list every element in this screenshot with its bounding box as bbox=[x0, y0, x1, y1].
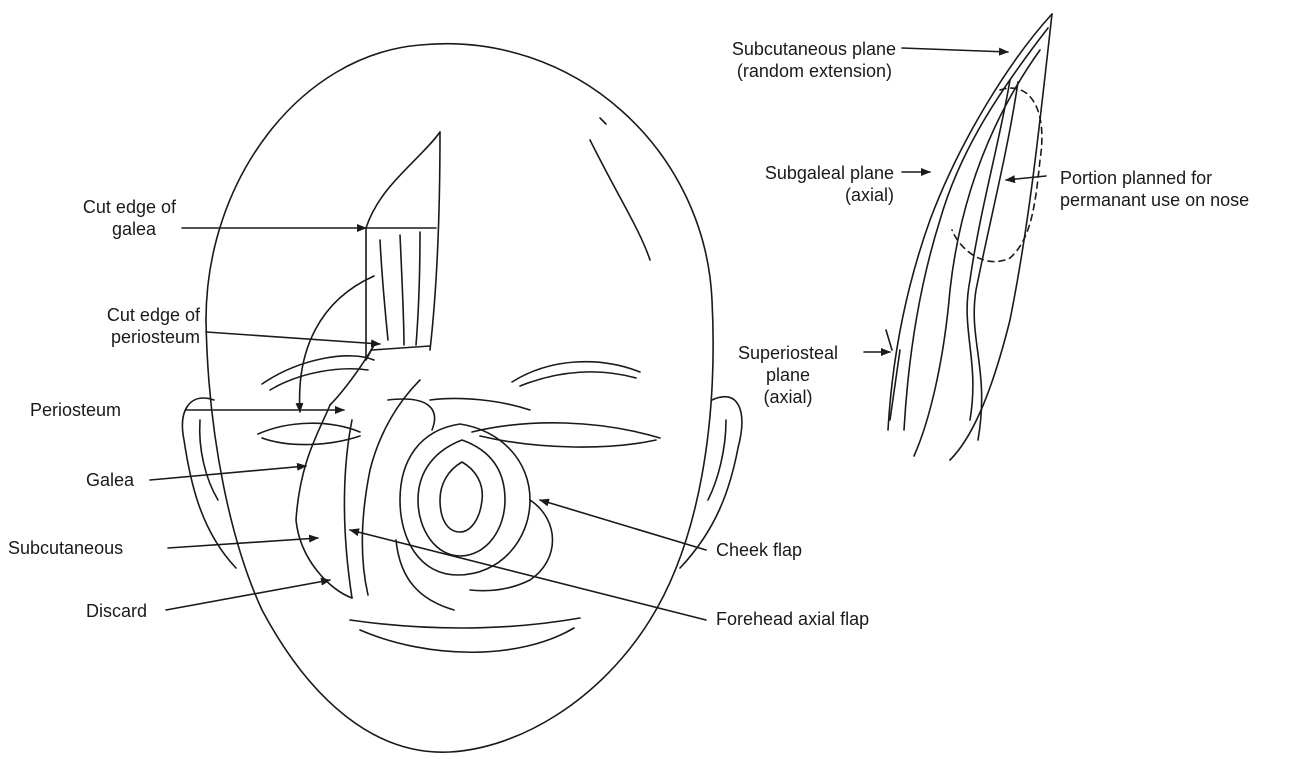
label-discard: Discard bbox=[86, 600, 147, 622]
label-galea: Galea bbox=[86, 469, 134, 491]
label-periosteum: Periosteum bbox=[30, 399, 121, 421]
label-portion-planned: Portion planned for permanant use on nos… bbox=[1060, 167, 1249, 211]
label-subcutaneous: Subcutaneous bbox=[8, 537, 123, 559]
label-subcutaneous-plane: Subcutaneous plane (random extension) bbox=[660, 38, 896, 82]
label-forehead-axial-flap: Forehead axial flap bbox=[716, 608, 869, 630]
label-cut-edge-galea: Cut edge of galea bbox=[40, 196, 176, 240]
nose-defect bbox=[400, 424, 530, 575]
label-cut-edge-periosteum: Cut edge of periosteum bbox=[40, 304, 200, 348]
label-cheek-flap: Cheek flap bbox=[716, 539, 802, 561]
label-subgaleal-plane: Subgaleal plane (axial) bbox=[700, 162, 894, 206]
label-superiosteal-plane: Superiosteal plane (axial) bbox=[718, 342, 858, 408]
planned-portion-outline bbox=[952, 88, 1042, 262]
mouth bbox=[350, 618, 580, 628]
cheek-flap bbox=[430, 398, 530, 410]
